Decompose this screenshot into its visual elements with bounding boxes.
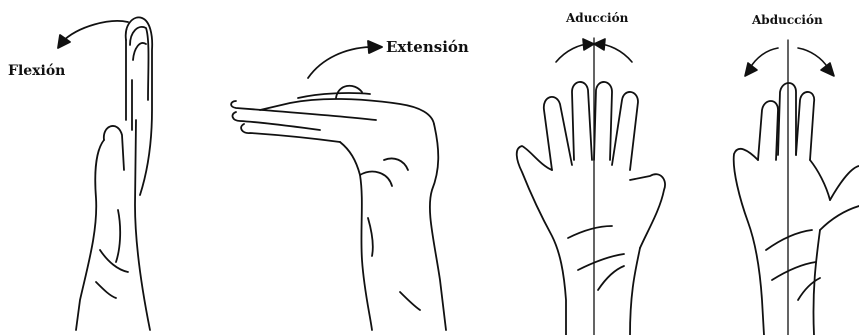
flexion-arrow [58,21,128,48]
abduction-hand-drawing [734,83,859,335]
extension-panel [231,41,446,330]
adduction-label: Aducción [566,12,628,24]
abduction-arrows [745,48,834,76]
flexion-hand-drawing [76,17,152,330]
flexion-label: Flexión [8,64,65,78]
adduction-panel [517,38,665,335]
extension-hand-drawing [231,86,446,330]
extension-arrow [308,41,382,78]
abduction-label: Abducción [752,14,823,26]
abduction-panel [734,40,859,335]
flexion-panel [58,17,152,330]
adduction-hand-drawing [517,82,665,335]
extension-label: Extensión [386,40,469,55]
